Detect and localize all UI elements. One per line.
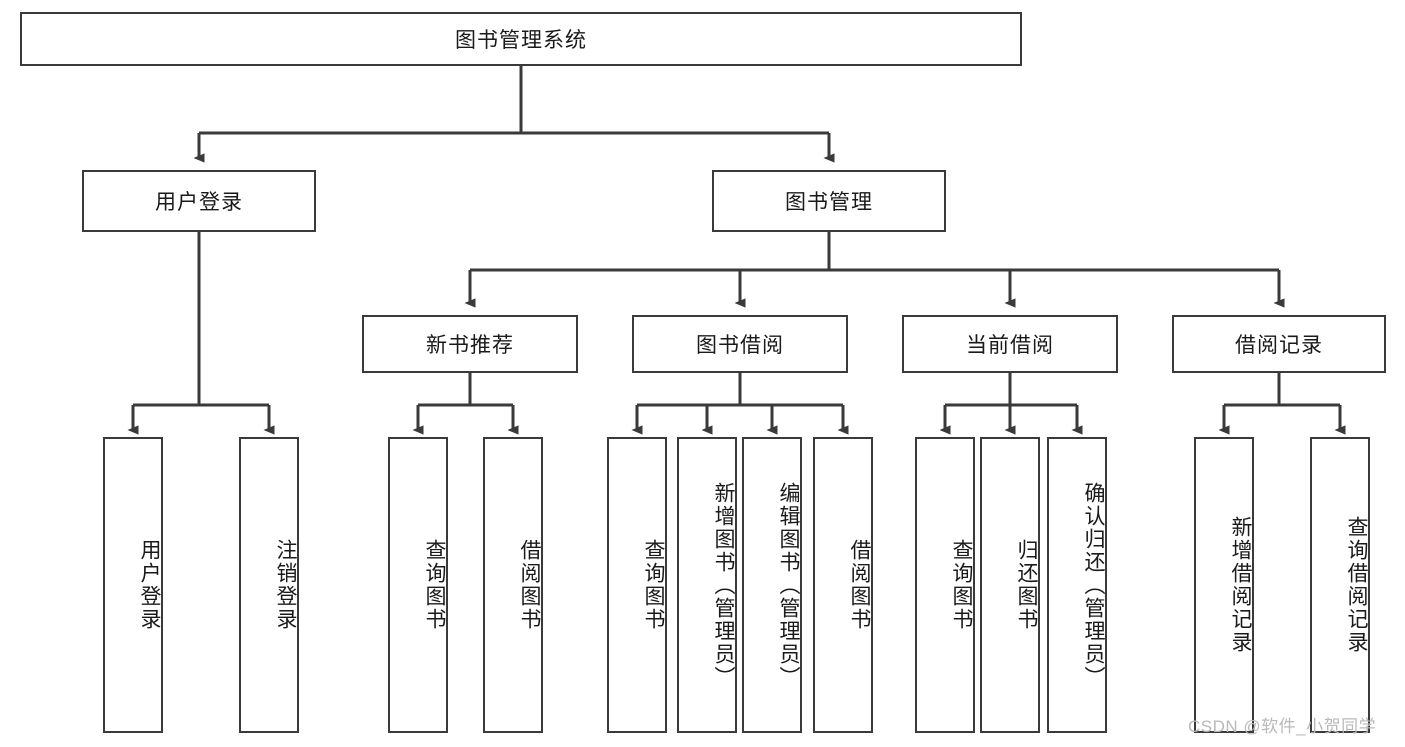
node-root-system[interactable]: 图书管理系统 xyxy=(20,12,1022,66)
node-borrow-record[interactable]: 借阅记录 xyxy=(1172,315,1386,373)
leaf-return-book[interactable]: 归还图书 xyxy=(980,437,1040,733)
node-book-borrow[interactable]: 图书借阅 xyxy=(632,315,848,373)
node-label: 图书管理 xyxy=(785,191,873,214)
node-label: 查询图书 xyxy=(423,539,446,631)
node-label: 查询借阅记录 xyxy=(1345,516,1368,654)
node-label: 编辑图书（管理员） xyxy=(777,481,800,689)
node-label: 借阅记录 xyxy=(1235,334,1323,357)
node-label: 查询图书 xyxy=(642,539,665,631)
node-label: 图书借阅 xyxy=(696,334,784,357)
leaf-query-book-newbook[interactable]: 查询图书 xyxy=(388,437,448,733)
leaf-confirm-return-admin[interactable]: 确认归还（管理员） xyxy=(1047,437,1107,733)
leaf-add-borrow-record[interactable]: 新增借阅记录 xyxy=(1194,437,1254,733)
node-book-management[interactable]: 图书管理 xyxy=(712,170,946,232)
node-label: 用户登录 xyxy=(138,539,161,631)
node-label: 新书推荐 xyxy=(426,334,514,357)
node-label: 用户登录 xyxy=(155,191,243,214)
node-label: 归还图书 xyxy=(1015,539,1038,631)
node-user-login[interactable]: 用户登录 xyxy=(82,170,316,232)
leaf-borrow-book[interactable]: 借阅图书 xyxy=(813,437,873,733)
leaf-query-book-borrow[interactable]: 查询图书 xyxy=(607,437,667,733)
node-label: 借阅图书 xyxy=(848,539,871,631)
node-label: 当前借阅 xyxy=(966,334,1054,357)
leaf-logout[interactable]: 注销登录 xyxy=(239,437,299,733)
csdn-watermark: CSDN @软件_小贺同学 xyxy=(1188,717,1377,736)
node-current-borrow[interactable]: 当前借阅 xyxy=(902,315,1118,373)
node-new-book-recommend[interactable]: 新书推荐 xyxy=(362,315,578,373)
node-label: 新增图书（管理员） xyxy=(712,481,735,689)
leaf-borrow-book-newbook[interactable]: 借阅图书 xyxy=(483,437,543,733)
leaf-query-book-current[interactable]: 查询图书 xyxy=(915,437,975,733)
node-label: 确认归还（管理员） xyxy=(1082,481,1105,689)
leaf-user-login[interactable]: 用户登录 xyxy=(103,437,163,733)
leaf-edit-book-admin[interactable]: 编辑图书（管理员） xyxy=(742,437,802,733)
node-label: 图书管理系统 xyxy=(455,29,587,52)
node-label: 注销登录 xyxy=(274,539,297,631)
leaf-add-book-admin[interactable]: 新增图书（管理员） xyxy=(677,437,737,733)
leaf-query-borrow-record[interactable]: 查询借阅记录 xyxy=(1310,437,1370,733)
node-label: 新增借阅记录 xyxy=(1229,516,1252,654)
node-label: 查询图书 xyxy=(950,539,973,631)
node-label: 借阅图书 xyxy=(518,539,541,631)
